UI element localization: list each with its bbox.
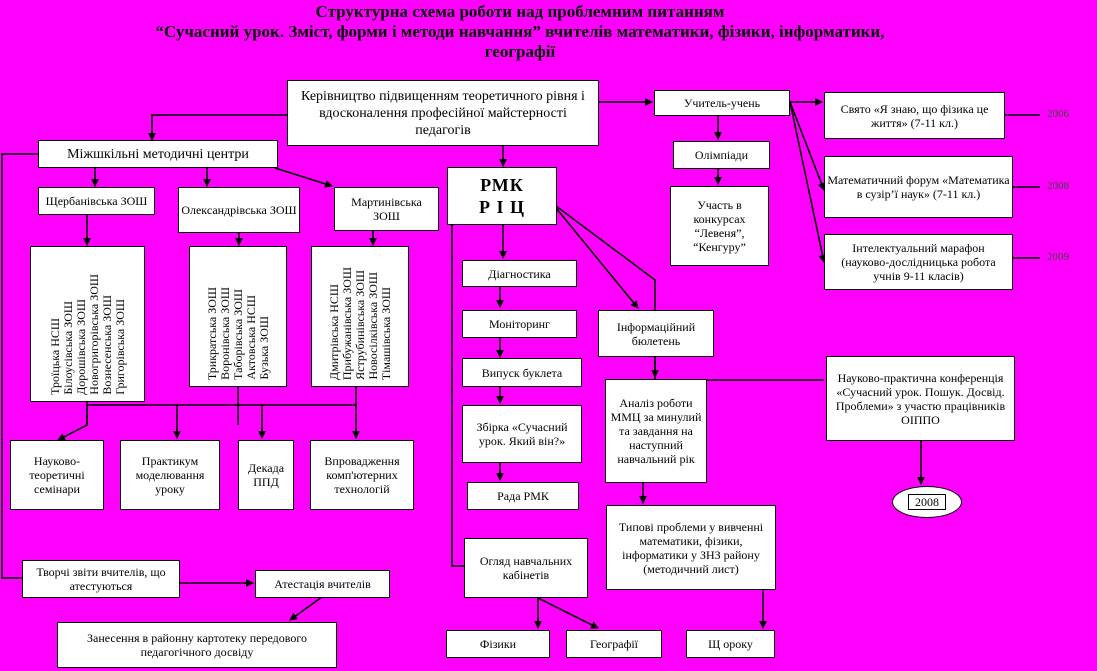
diagram-title: Структурна схема роботи над проблемним п… bbox=[40, 2, 1000, 62]
school-list-scherbanivska: Троїцька НСШ Білоусівська ЗОШ Дорошівськ… bbox=[30, 246, 145, 402]
school-item: Актовська НСШ bbox=[243, 295, 258, 380]
school-item: Прибужанівська ЗОШ bbox=[339, 266, 354, 380]
node-physics-fest: Свято «Я знаю, що фізика це життя» (7-11… bbox=[824, 92, 1005, 139]
school-item: Білоусівська ЗОШ bbox=[60, 301, 75, 395]
title-line-3: географії bbox=[484, 42, 556, 61]
school-item: Григорівська ЗОШ bbox=[112, 299, 127, 395]
arrow-leadership-interschool bbox=[148, 114, 287, 141]
node-seminars: Науково-теоретичні семінари bbox=[10, 440, 104, 510]
node-typical-problems: Типові проблеми у вивченні математики, ф… bbox=[606, 505, 776, 590]
node-creative-reports: Творчі звіти вчителів, що атестуються bbox=[22, 560, 180, 598]
node-oleksandrivska: Олександрівська ЗОШ bbox=[178, 187, 300, 233]
school-list-oleksandrivska: Трикратська ЗОШ Воронівська ЗОШ Таборівс… bbox=[189, 246, 287, 387]
school-list-martynivska: Дмитрівська НСШ Прибужанівська ЗОШ Ястру… bbox=[311, 246, 409, 387]
school-item: Дорошівська ЗОШ bbox=[73, 299, 88, 395]
node-scherbanivska: Щербанівська ЗОШ bbox=[38, 187, 155, 215]
school-item: Яструбинівська ЗОШ bbox=[352, 270, 367, 380]
node-teacher-student: Учитель-учень bbox=[654, 90, 790, 116]
node-olympiads: Олімпіади bbox=[673, 141, 770, 169]
title-line-1: Структурна схема роботи над проблемним п… bbox=[315, 2, 725, 21]
node-martynivska: Мартинівська ЗОШ bbox=[334, 187, 439, 231]
node-collection: Збірка «Сучасний урок. Який він?» bbox=[462, 405, 582, 463]
node-implementation: Впровадження комп'ютерних технологій bbox=[310, 440, 414, 510]
node-yearly: Щ ороку bbox=[686, 630, 775, 658]
node-booklet: Випуск буклета bbox=[462, 358, 582, 387]
node-marathon: Інтелектуальний марафон (науково-дослідн… bbox=[824, 234, 1013, 290]
year-ellipse: 2008 bbox=[892, 486, 962, 518]
node-interschool: Міжшкільні методичні центри bbox=[38, 140, 278, 168]
school-item: Трикратська ЗОШ bbox=[204, 286, 219, 380]
node-analysis: Аналіз роботи ММЦ за минулий та завдання… bbox=[605, 379, 707, 483]
node-monitoring: Моніторинг bbox=[462, 310, 577, 338]
node-review: Огляд навчальних кабінетів bbox=[464, 538, 588, 598]
node-leadership: Керівництво підвищенням теоретичного рів… bbox=[287, 80, 599, 146]
node-decade: Декада ППД bbox=[238, 440, 294, 510]
node-physics: Фізики bbox=[446, 630, 550, 658]
node-practicum: Практикум моделювання уроку bbox=[120, 440, 220, 510]
year-label: 2008 bbox=[1047, 180, 1069, 192]
year-label: 2009 bbox=[1047, 251, 1069, 263]
node-diagnostics: Діагностика bbox=[462, 260, 577, 287]
title-line-2: “Сучасний урок. Зміст, форми і методи на… bbox=[155, 22, 885, 41]
school-item: Вознесенська ЗОШ bbox=[99, 295, 114, 395]
school-item: Дмитрівська НСШ bbox=[326, 283, 341, 380]
school-item: Троїцька НСШ bbox=[47, 318, 62, 395]
node-rmk-council: Рада РМК bbox=[467, 482, 579, 510]
school-item: Воронівська ЗОШ bbox=[217, 287, 232, 380]
node-math-forum: Математичний форум «Математика в сузір’ї… bbox=[824, 156, 1013, 218]
node-geography: Географії bbox=[566, 630, 662, 658]
school-item: Бузька ЗОШ bbox=[256, 316, 271, 380]
node-info-bulletin: Інформаційний бюлетень bbox=[598, 310, 714, 357]
year-label: 2006 bbox=[1047, 108, 1069, 120]
node-card-file: Занесення в районну картотеку передового… bbox=[57, 622, 337, 668]
node-attestation: Атестація вчителів bbox=[255, 570, 390, 598]
school-item: Новосілківська ЗОШ bbox=[365, 272, 380, 380]
school-item: Тімашівська ЗОШ bbox=[378, 286, 393, 380]
node-rmk: РМК Р І Ц bbox=[447, 167, 557, 225]
node-conference: Науково-практична конференція «Сучасний … bbox=[826, 356, 1015, 441]
node-contests: Участь в конкурсах “Левеня”, “Кенгуру” bbox=[670, 186, 769, 266]
school-item: Новогригорівська ЗОШ bbox=[86, 274, 101, 395]
school-item: Таборівська ЗОШ bbox=[230, 289, 245, 380]
year-ellipse-label: 2008 bbox=[908, 494, 946, 510]
